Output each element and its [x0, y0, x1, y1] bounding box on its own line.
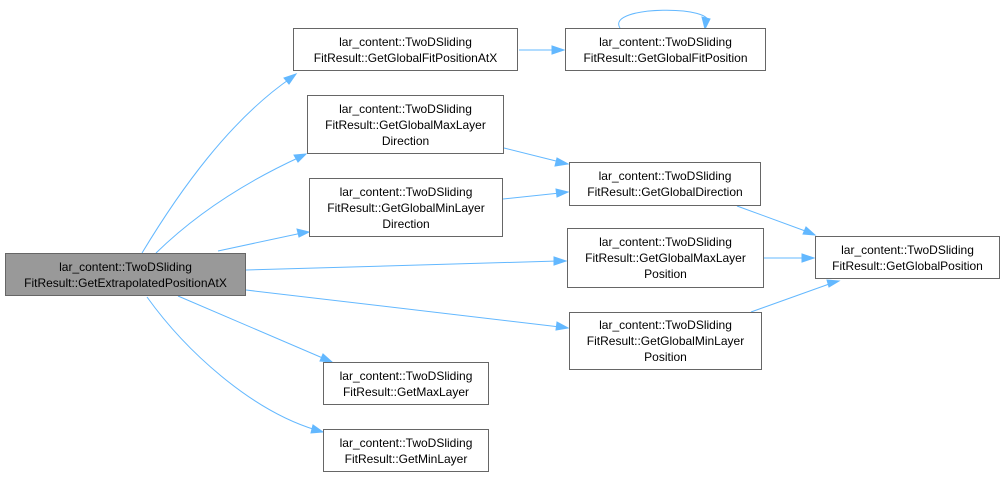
node-get-extrapolated-position-at-x: lar_content::TwoDSliding FitResult::GetE…	[5, 253, 246, 296]
edge-dir-to-pos	[736, 205, 809, 233]
node-line: lar_content::TwoDSliding	[339, 435, 473, 450]
node-line: Position	[644, 267, 687, 281]
node-line: lar_content::TwoDSliding	[599, 235, 732, 249]
edge-root-to-minpos-arrow	[555, 321, 570, 331]
node-line: FitResult::GetGlobalFitPosition	[583, 50, 748, 65]
node-line: FitResult::GetMinLayer	[344, 451, 468, 466]
edge-mindir-to-dir	[502, 192, 561, 200]
node-line: lar_content::TwoDSliding	[339, 34, 472, 49]
edge-root-to-maxpos	[245, 260, 559, 271]
edge-root-to-mindir-arrow	[296, 228, 311, 238]
edge-root-to-fitposx	[141, 77, 292, 254]
edge-root-to-maxdir-arrow	[293, 153, 308, 163]
node-get-global-position[interactable]: lar_content::TwoDSliding FitResult::GetG…	[815, 236, 1000, 279]
node-get-min-layer[interactable]: lar_content::TwoDSliding FitResult::GetM…	[323, 429, 489, 472]
node-line: lar_content::TwoDSliding	[339, 368, 473, 383]
node-line: FitResult::GetMaxLayer	[342, 384, 470, 399]
edge-minpos-to-pos	[750, 282, 833, 313]
node-get-global-min-layer-direction[interactable]: lar_content::TwoDSliding FitResult::GetG…	[309, 178, 503, 237]
edge-fitpos-self-loop	[618, 9, 709, 29]
node-line: Direction	[382, 216, 430, 231]
edge-maxpos-to-pos-arrow	[801, 253, 816, 263]
node-line: FitResult::GetGlobalMinLayer	[327, 200, 485, 215]
node-line: Position	[644, 350, 687, 364]
node-line: lar_content::TwoDSliding	[599, 34, 732, 49]
node-get-global-direction[interactable]: lar_content::TwoDSliding FitResult::GetG…	[569, 162, 761, 206]
node-line: FitResult::GetGlobalPosition	[832, 258, 983, 273]
node-line: lar_content::TwoDSliding	[841, 242, 974, 257]
edge-root-to-minpos	[245, 289, 561, 328]
edge-fitposx-to-fitpos-arrow	[551, 45, 566, 55]
edge-root-to-mindir	[217, 232, 303, 252]
node-line: FitResult::GetExtrapolatedPositionAtX	[24, 275, 227, 290]
node-line: lar_content::TwoDSliding	[339, 184, 473, 199]
edge-mindir-to-dir-arrow	[555, 188, 570, 198]
node-get-global-max-layer-position[interactable]: lar_content::TwoDSliding FitResult::GetG…	[567, 228, 764, 288]
node-line: lar_content::TwoDSliding	[59, 259, 192, 274]
node-line: Direction	[381, 133, 430, 148]
edge-dir-to-pos-arrow	[802, 226, 817, 236]
edge-maxdir-to-dir	[503, 147, 561, 163]
edge-root-to-maxlayer-arrow	[319, 353, 334, 363]
node-line: lar_content::TwoDSliding	[599, 318, 732, 332]
edge-maxdir-to-dir-arrow	[554, 157, 570, 167]
node-get-max-layer[interactable]: lar_content::TwoDSliding FitResult::GetM…	[323, 362, 489, 405]
node-get-global-max-layer-direction[interactable]: lar_content::TwoDSliding FitResult::GetG…	[307, 95, 504, 154]
edge-root-to-maxdir	[155, 156, 301, 254]
node-line: FitResult::GetGlobalMaxLayer	[325, 117, 486, 132]
node-line: lar_content::TwoDSliding	[598, 169, 732, 183]
edge-minpos-to-pos-arrow	[826, 279, 841, 288]
node-line: FitResult::GetGlobalDirection	[587, 185, 743, 199]
node-get-global-fit-position-at-x[interactable]: lar_content::TwoDSliding FitResult::GetG…	[293, 28, 518, 71]
node-get-global-min-layer-position[interactable]: lar_content::TwoDSliding FitResult::GetG…	[569, 312, 762, 370]
edge-root-to-maxpos-arrow	[553, 256, 568, 266]
node-line: FitResult::GetGlobalMinLayer	[586, 334, 745, 348]
edge-root-to-fitposx-arrow	[283, 73, 298, 85]
edge-root-to-maxlayer	[177, 295, 326, 360]
edge-root-to-minlayer	[146, 296, 317, 431]
node-line: FitResult::GetGlobalMaxLayer	[585, 251, 746, 265]
node-line: lar_content::TwoDSliding	[339, 101, 472, 116]
node-line: FitResult::GetGlobalFitPositionAtX	[313, 50, 498, 65]
node-get-global-fit-position[interactable]: lar_content::TwoDSliding FitResult::GetG…	[565, 28, 766, 71]
edge-root-to-minlayer-arrow	[310, 424, 325, 434]
edge-fitpos-self-loop-arrow	[701, 16, 711, 31]
